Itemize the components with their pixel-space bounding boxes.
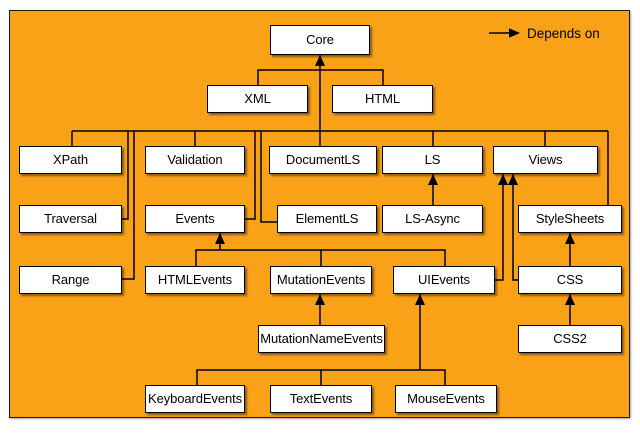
node-events: Events	[145, 205, 245, 233]
node-text-events: TextEvents	[270, 385, 372, 413]
node-html: HTML	[332, 85, 433, 113]
node-document-ls: DocumentLS	[269, 146, 377, 174]
node-css: CSS	[518, 266, 622, 294]
node-ui-events: UIEvents	[393, 266, 495, 294]
node-core: Core	[270, 25, 370, 55]
depends-on-arrow-icon	[489, 28, 520, 38]
legend: Depends on	[489, 25, 600, 41]
node-keyboard-events: KeyboardEvents	[145, 385, 245, 413]
node-traversal: Traversal	[19, 205, 122, 233]
node-stylesheets: StyleSheets	[518, 205, 622, 233]
node-ls: LS	[382, 146, 483, 174]
node-xpath: XPath	[19, 146, 122, 174]
node-css2: CSS2	[518, 325, 622, 353]
node-html-events: HTMLEvents	[145, 266, 245, 294]
node-mutation-name-events: MutationNameEvents	[258, 325, 385, 353]
node-validation: Validation	[145, 146, 245, 174]
node-xml: XML	[207, 85, 308, 113]
node-element-ls: ElementLS	[277, 205, 377, 233]
node-mutation-events: MutationEvents	[270, 266, 372, 294]
node-mouse-events: MouseEvents	[395, 385, 497, 413]
node-range: Range	[19, 266, 122, 294]
node-ls-async: LS-Async	[382, 205, 483, 233]
node-views: Views	[493, 146, 598, 174]
legend-label: Depends on	[527, 25, 600, 41]
